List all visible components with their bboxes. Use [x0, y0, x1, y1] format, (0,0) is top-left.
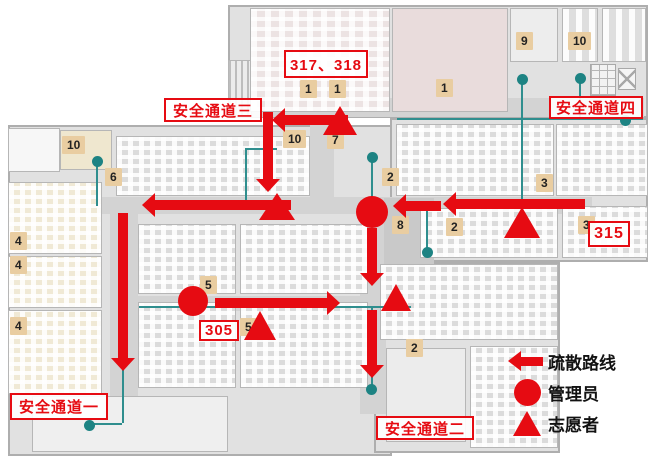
legend-row-manager: 管理员 — [506, 377, 650, 408]
route-line — [397, 118, 643, 120]
route-node-dot — [92, 156, 103, 167]
room-number-chip: 7 — [327, 131, 344, 149]
volunteer-marker — [381, 283, 411, 311]
label-room-315: 315 — [588, 221, 630, 247]
room-number-chip: 4 — [10, 317, 27, 335]
volunteer-marker — [323, 105, 357, 135]
room-number-chip: 1 — [329, 80, 346, 98]
stair-core — [618, 68, 636, 90]
room-number-chip: 1 — [300, 80, 317, 98]
route-line — [521, 78, 523, 212]
room-number-chip: 5 — [200, 276, 217, 294]
evacuation-arrow — [263, 112, 273, 181]
top-left-room — [8, 128, 60, 172]
evacuation-arrow — [454, 199, 585, 209]
evacuation-arrowhead — [142, 193, 155, 217]
legend-row-volunteer: 志愿者 — [506, 408, 650, 439]
volunteer-icon — [506, 411, 548, 436]
evacuation-arrowhead — [256, 179, 280, 192]
route-line — [88, 423, 122, 425]
route-line — [426, 205, 428, 251]
label-exit-3: 安全通道三 — [164, 98, 262, 122]
legend-label: 疏散路线 — [548, 354, 616, 373]
top-right-room — [602, 8, 646, 62]
room-number-chip: 2 — [446, 218, 463, 236]
route-line — [245, 148, 247, 203]
manager-icon — [506, 379, 548, 406]
evacuation-arrowhead — [327, 291, 340, 315]
route-node-dot — [575, 73, 586, 84]
classroom-3-upper — [556, 124, 648, 196]
room-number-chip: 10 — [568, 32, 592, 50]
room-number-chip: 1 — [436, 79, 453, 97]
route-line — [122, 368, 124, 423]
route-node-dot — [366, 384, 377, 395]
route-line — [245, 148, 277, 150]
evacuation-arrowhead — [272, 108, 285, 132]
legend-label: 管理员 — [548, 385, 599, 404]
room-number-chip: 10 — [283, 130, 307, 148]
elevator-shaft — [590, 64, 616, 96]
legend-row-route: 疏散路线 — [506, 346, 650, 377]
room-number-chip: 3 — [536, 174, 553, 192]
volunteer-marker — [243, 310, 276, 340]
manager-marker — [356, 196, 388, 228]
volunteer-marker — [503, 206, 540, 238]
evacuation-arrow — [404, 201, 441, 211]
evacuation-arrow — [367, 228, 377, 275]
manager-marker — [178, 286, 208, 316]
legend: 疏散路线 管理员 志愿者 — [506, 346, 650, 439]
evacuation-arrowhead — [360, 273, 384, 286]
label-room-317-318: 317、318 — [284, 50, 368, 78]
route-node-dot — [422, 247, 433, 258]
room-number-chip: 4 — [10, 232, 27, 250]
evacuation-arrowhead — [393, 194, 406, 218]
evacuation-arrow — [153, 200, 291, 210]
room-4-middle — [8, 256, 102, 308]
room-number-chip: 2 — [406, 339, 423, 357]
room-5-upper-right — [240, 224, 368, 294]
room-number-chip: 4 — [10, 256, 27, 274]
label-exit-4: 安全通道四 — [549, 96, 643, 119]
volunteer-marker — [259, 192, 295, 220]
room-number-chip: 8 — [392, 216, 409, 234]
evacuation-arrowhead — [111, 358, 135, 371]
evacuation-route-icon — [506, 351, 548, 371]
label-exit-1: 安全通道一 — [10, 393, 108, 420]
route-node-dot — [620, 115, 631, 126]
evacuation-arrow — [215, 298, 329, 308]
route-node-dot — [84, 420, 95, 431]
room-number-chip: 10 — [62, 136, 86, 154]
evacuation-arrow — [283, 115, 348, 125]
room-5-upper-left — [138, 224, 236, 294]
evacuation-arrowhead — [360, 365, 384, 378]
label-exit-2: 安全通道二 — [376, 416, 474, 440]
classroom-2-upper — [396, 124, 554, 196]
label-room-305: 305 — [199, 320, 239, 341]
route-node-dot — [517, 74, 528, 85]
room-number-chip: 2 — [382, 168, 399, 186]
room-number-chip: 9 — [516, 32, 533, 50]
evacuation-arrow — [118, 213, 128, 360]
evacuation-arrow — [367, 310, 377, 367]
room-number-chip: 6 — [105, 168, 122, 186]
room-lower-left — [138, 302, 236, 388]
route-node-dot — [367, 152, 378, 163]
route-line — [371, 156, 373, 198]
route-line — [96, 160, 98, 206]
room-6-area — [116, 136, 310, 196]
legend-label: 志愿者 — [548, 416, 599, 435]
evacuation-arrowhead — [443, 192, 456, 216]
